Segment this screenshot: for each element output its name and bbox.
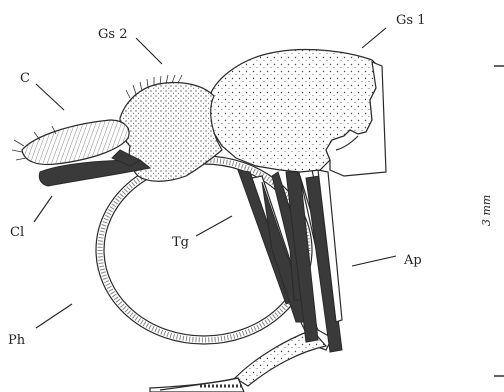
label-gs1: Gs 1 [396,13,425,28]
label-ap: Ap [403,253,422,268]
scale-label: 3 mm [480,195,493,226]
label-ph: Ph [8,333,26,348]
label-cl: Cl [10,225,24,240]
label-gs2: Gs 2 [98,27,127,42]
label-c: C [20,71,30,86]
label-tg: Tg [172,235,189,250]
cercus [12,120,129,164]
gs1-plate [208,50,386,176]
scale-bar: 3 mm [480,66,504,376]
